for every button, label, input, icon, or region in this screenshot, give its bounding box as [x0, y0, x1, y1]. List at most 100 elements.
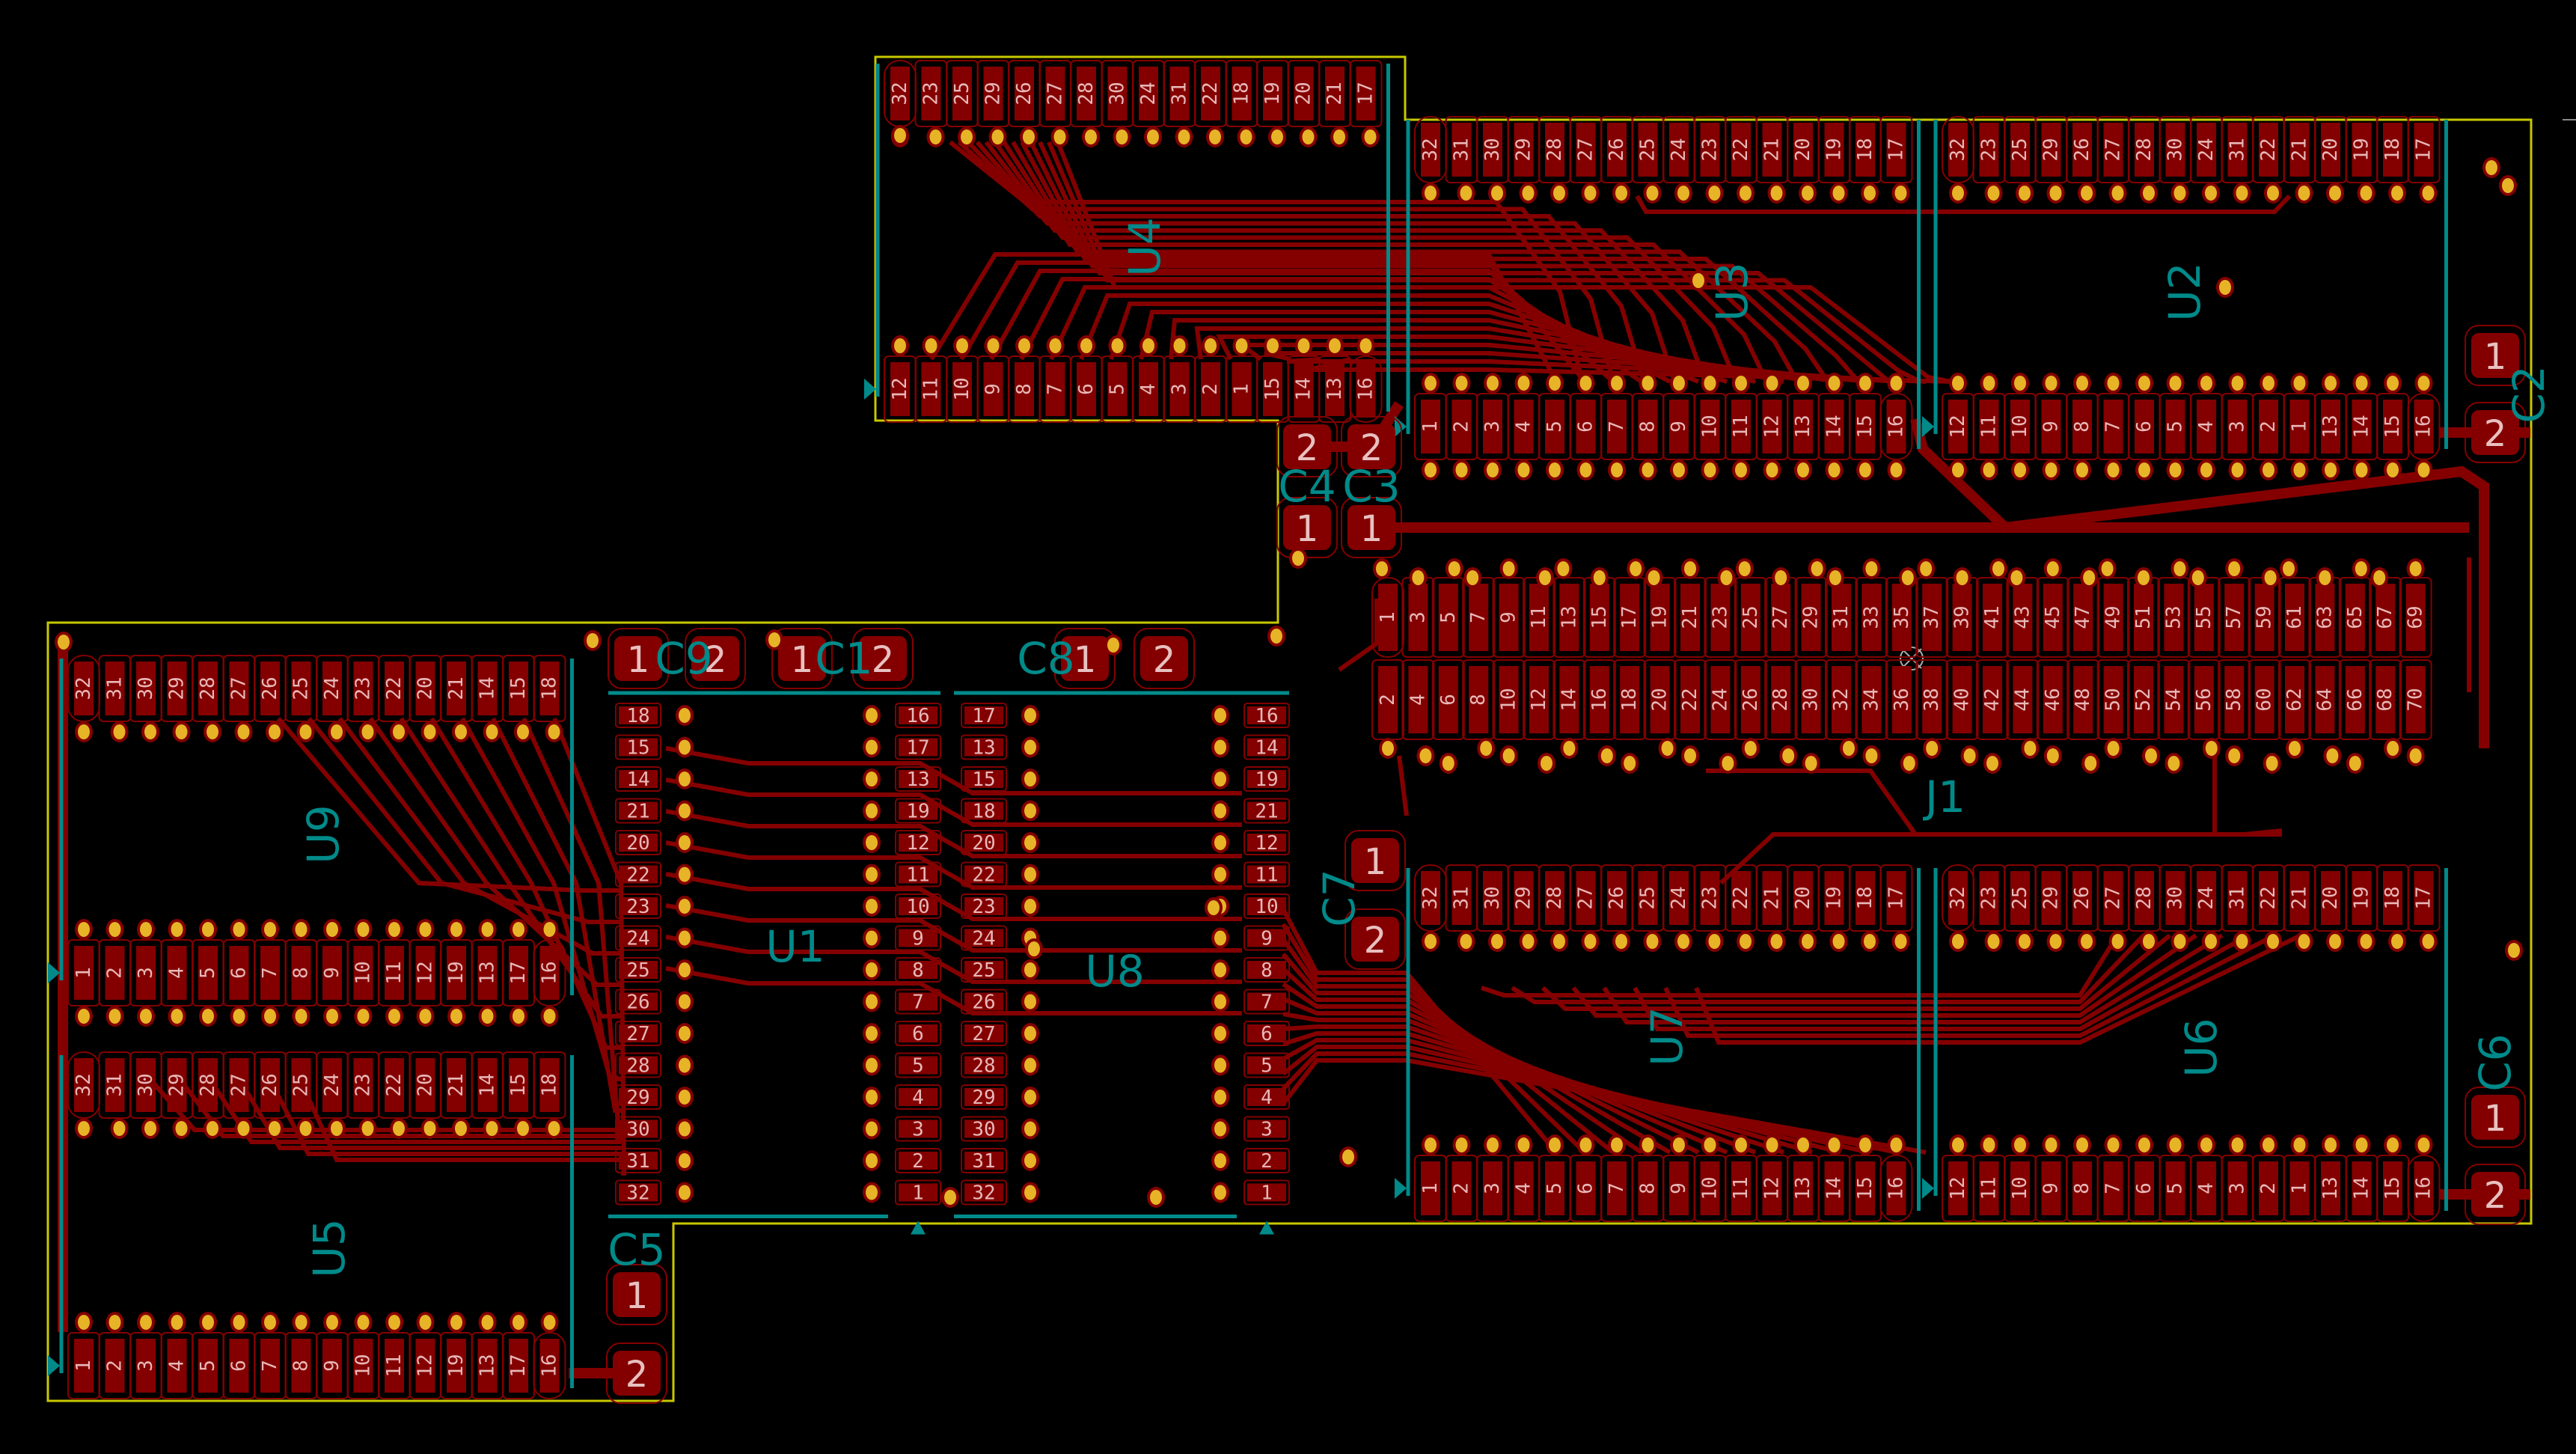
- pad[interactable]: 31: [98, 655, 132, 722]
- pad[interactable]: 31: [615, 1148, 661, 1173]
- copper-track[interactable]: [1719, 832, 2282, 885]
- via[interactable]: [2042, 459, 2061, 480]
- via[interactable]: [1211, 927, 1229, 949]
- pad[interactable]: 16: [1879, 393, 1913, 460]
- via[interactable]: [2322, 373, 2340, 394]
- pad[interactable]: 32: [615, 1179, 661, 1206]
- via[interactable]: [172, 721, 191, 742]
- via[interactable]: [358, 1118, 377, 1139]
- pad[interactable]: 24: [615, 925, 661, 951]
- pad[interactable]: 7: [1600, 393, 1633, 460]
- via[interactable]: [2166, 459, 2185, 480]
- pad[interactable]: 43: [2006, 577, 2040, 658]
- via[interactable]: [1211, 1150, 1229, 1171]
- via[interactable]: [2228, 459, 2247, 480]
- via[interactable]: [1856, 1134, 1874, 1155]
- pad[interactable]: 19: [440, 1332, 473, 1399]
- via[interactable]: [416, 1006, 435, 1027]
- via[interactable]: [323, 1312, 341, 1333]
- via[interactable]: [2290, 459, 2309, 480]
- pad[interactable]: 70: [2399, 659, 2432, 740]
- pad[interactable]: 12: [884, 355, 917, 423]
- pad[interactable]: 23: [1704, 577, 1737, 658]
- via[interactable]: [1891, 183, 1910, 204]
- via[interactable]: [1514, 1134, 1533, 1155]
- pad[interactable]: 23: [1972, 116, 2006, 183]
- pad[interactable]: 24: [1662, 864, 1695, 932]
- via[interactable]: [676, 736, 694, 758]
- via[interactable]: [1689, 270, 1707, 291]
- copper-track[interactable]: [1706, 769, 1918, 836]
- via[interactable]: [110, 1118, 129, 1139]
- pad[interactable]: 5: [192, 1332, 224, 1399]
- via[interactable]: [1627, 558, 1645, 579]
- via[interactable]: [2021, 738, 2040, 759]
- via[interactable]: [1452, 1134, 1471, 1155]
- copper-track[interactable]: [993, 141, 1738, 383]
- via[interactable]: [1457, 183, 1475, 204]
- via[interactable]: [2104, 738, 2123, 759]
- pad[interactable]: 21: [2283, 116, 2316, 183]
- via[interactable]: [1021, 1182, 1039, 1203]
- capacitor-pad[interactable]: 1: [1054, 628, 1116, 689]
- pad[interactable]: 17: [1613, 577, 1647, 658]
- via[interactable]: [2007, 567, 2026, 588]
- pad[interactable]: 22: [961, 861, 1007, 888]
- via[interactable]: [323, 919, 341, 940]
- via[interactable]: [420, 1118, 439, 1139]
- via[interactable]: [1767, 931, 1786, 952]
- pad[interactable]: 2: [1445, 393, 1478, 460]
- pad[interactable]: 31: [2221, 116, 2254, 183]
- via[interactable]: [1799, 183, 1817, 204]
- pad[interactable]: 12: [1942, 393, 1974, 460]
- pad[interactable]: 22: [2252, 864, 2285, 932]
- pad[interactable]: 42: [1976, 659, 2009, 740]
- pad[interactable]: 13: [2314, 393, 2347, 460]
- pad[interactable]: 8: [1008, 355, 1041, 423]
- via[interactable]: [1379, 738, 1397, 759]
- via[interactable]: [1361, 126, 1380, 147]
- via[interactable]: [540, 1312, 559, 1333]
- via[interactable]: [1735, 558, 1754, 579]
- via[interactable]: [1021, 959, 1039, 980]
- pad[interactable]: 13: [1552, 577, 1586, 658]
- via[interactable]: [540, 1006, 559, 1027]
- via[interactable]: [2295, 931, 2313, 952]
- pad[interactable]: 14: [1552, 659, 1586, 740]
- via[interactable]: [2414, 459, 2433, 480]
- via[interactable]: [234, 721, 253, 742]
- pad[interactable]: 1: [1243, 1179, 1290, 1206]
- pad[interactable]: 12: [409, 1332, 442, 1399]
- via[interactable]: [984, 335, 1003, 356]
- copper-track[interactable]: [276, 717, 621, 893]
- via[interactable]: [2135, 373, 2153, 394]
- via[interactable]: [1484, 1134, 1502, 1155]
- via[interactable]: [2135, 459, 2153, 480]
- via[interactable]: [1021, 800, 1039, 822]
- pad[interactable]: 6: [2128, 393, 2161, 460]
- via[interactable]: [1015, 335, 1033, 356]
- via[interactable]: [2081, 753, 2100, 774]
- pad[interactable]: 4: [1401, 659, 1435, 740]
- via[interactable]: [1856, 459, 1874, 480]
- via[interactable]: [2202, 931, 2220, 952]
- via[interactable]: [1077, 335, 1095, 356]
- via[interactable]: [1980, 1134, 1998, 1155]
- via[interactable]: [1608, 459, 1626, 480]
- via[interactable]: [863, 959, 881, 980]
- via[interactable]: [2388, 931, 2406, 952]
- via[interactable]: [1862, 745, 1881, 766]
- pad[interactable]: 27: [1764, 577, 1798, 658]
- pad[interactable]: 32: [1414, 864, 1447, 932]
- pad[interactable]: 56: [2187, 659, 2221, 740]
- via[interactable]: [2384, 1134, 2402, 1155]
- pad[interactable]: 16: [1243, 703, 1290, 728]
- pad[interactable]: 60: [2248, 659, 2281, 740]
- pad[interactable]: 24: [2190, 116, 2223, 183]
- via[interactable]: [863, 736, 881, 758]
- pad[interactable]: 51: [2127, 577, 2160, 658]
- via[interactable]: [1488, 183, 1506, 204]
- pad[interactable]: 21: [440, 655, 473, 722]
- via[interactable]: [2384, 373, 2402, 394]
- pad[interactable]: 11: [378, 939, 411, 1007]
